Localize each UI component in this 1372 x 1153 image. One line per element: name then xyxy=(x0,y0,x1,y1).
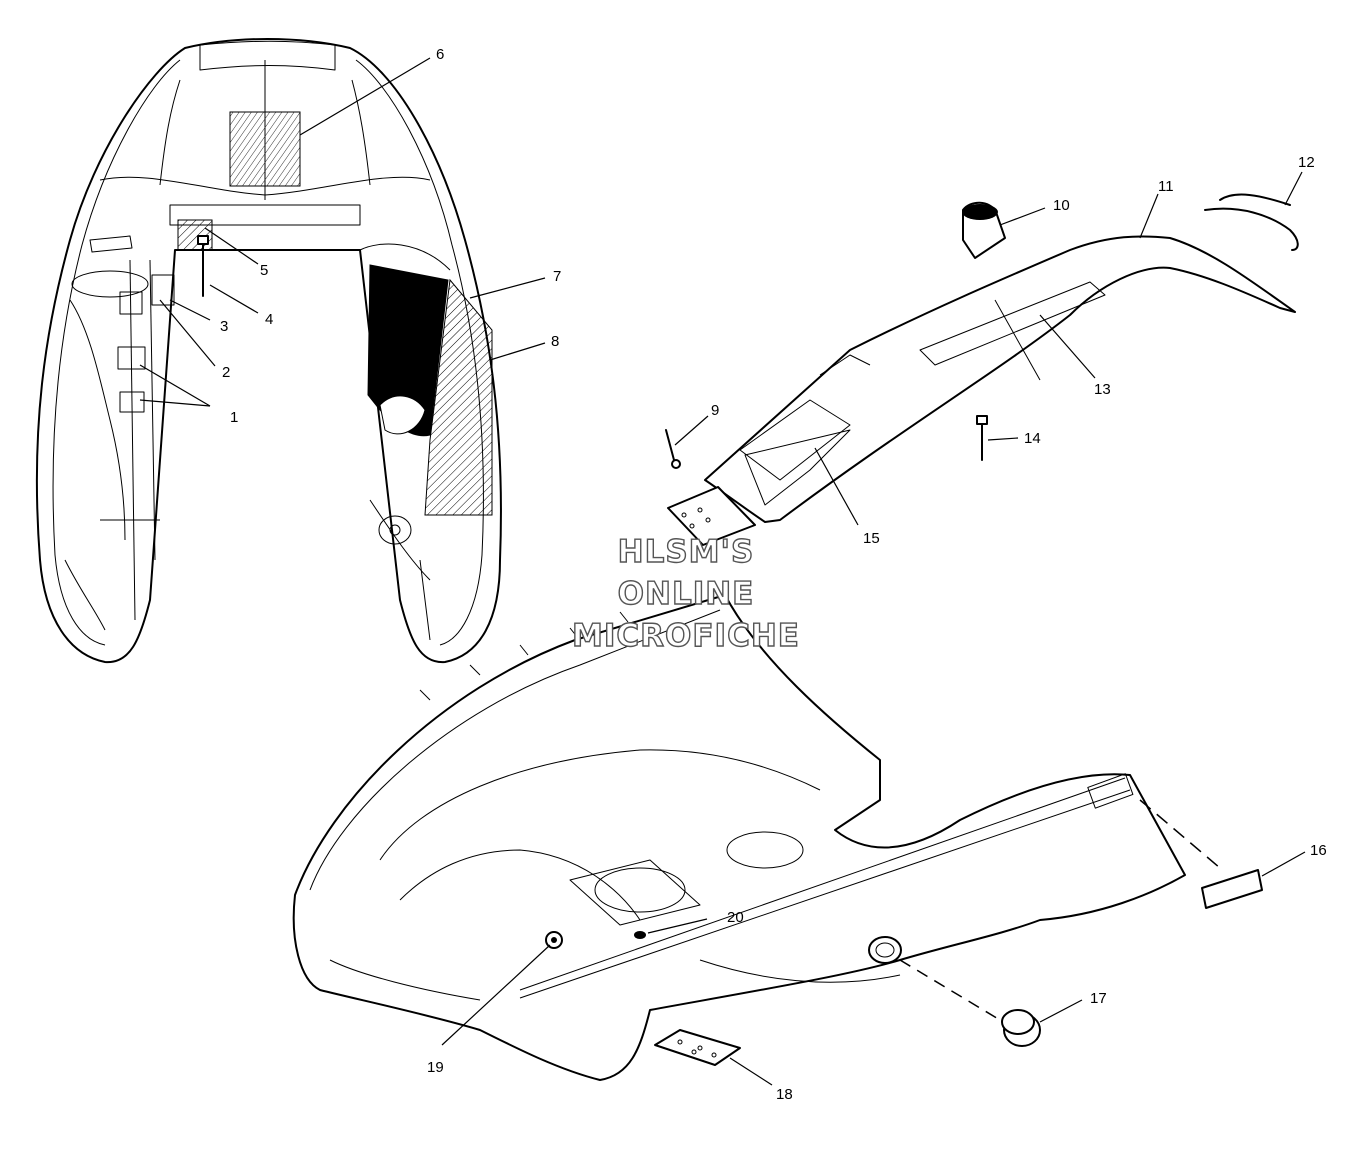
callout-5: 5 xyxy=(260,262,268,279)
callout-11: 11 xyxy=(1158,178,1174,195)
callout-9: 9 xyxy=(711,402,719,419)
callout-19: 19 xyxy=(427,1059,444,1076)
callout-1: 1 xyxy=(230,409,238,426)
callout-7: 7 xyxy=(553,268,561,285)
callout-20: 20 xyxy=(727,909,744,926)
hood-panel-assembly xyxy=(665,193,1299,546)
callout-numbers: 1 2 3 4 5 6 7 8 9 10 11 12 13 14 15 16 1… xyxy=(220,46,1327,1103)
hood-underside-view xyxy=(35,38,502,664)
leader-lines xyxy=(139,57,1306,1086)
callout-6: 6 xyxy=(436,46,444,63)
callout-8: 8 xyxy=(551,333,559,350)
reflector-part xyxy=(1201,869,1263,909)
callout-16: 16 xyxy=(1310,842,1327,859)
plug-cap-part xyxy=(1001,1009,1041,1047)
watermark-line-3: MICROFICHE xyxy=(572,618,800,654)
callout-10: 10 xyxy=(1053,197,1070,214)
callout-15: 15 xyxy=(863,530,880,547)
callout-2: 2 xyxy=(222,364,230,381)
callout-17: 17 xyxy=(1090,990,1107,1007)
callout-14: 14 xyxy=(1024,430,1041,447)
callout-12: 12 xyxy=(1298,154,1315,171)
hood-perspective-view xyxy=(292,594,1221,1081)
plate-part xyxy=(654,1029,741,1066)
callout-3: 3 xyxy=(220,318,228,335)
callout-18: 18 xyxy=(776,1086,793,1103)
callout-4: 4 xyxy=(265,311,273,328)
watermark: HLSM'S ONLINE MICROFICHE xyxy=(571,533,800,654)
watermark-line-1: HLSM'S xyxy=(618,534,755,570)
callout-13: 13 xyxy=(1094,381,1111,398)
watermark-line-2: ONLINE xyxy=(618,576,755,612)
